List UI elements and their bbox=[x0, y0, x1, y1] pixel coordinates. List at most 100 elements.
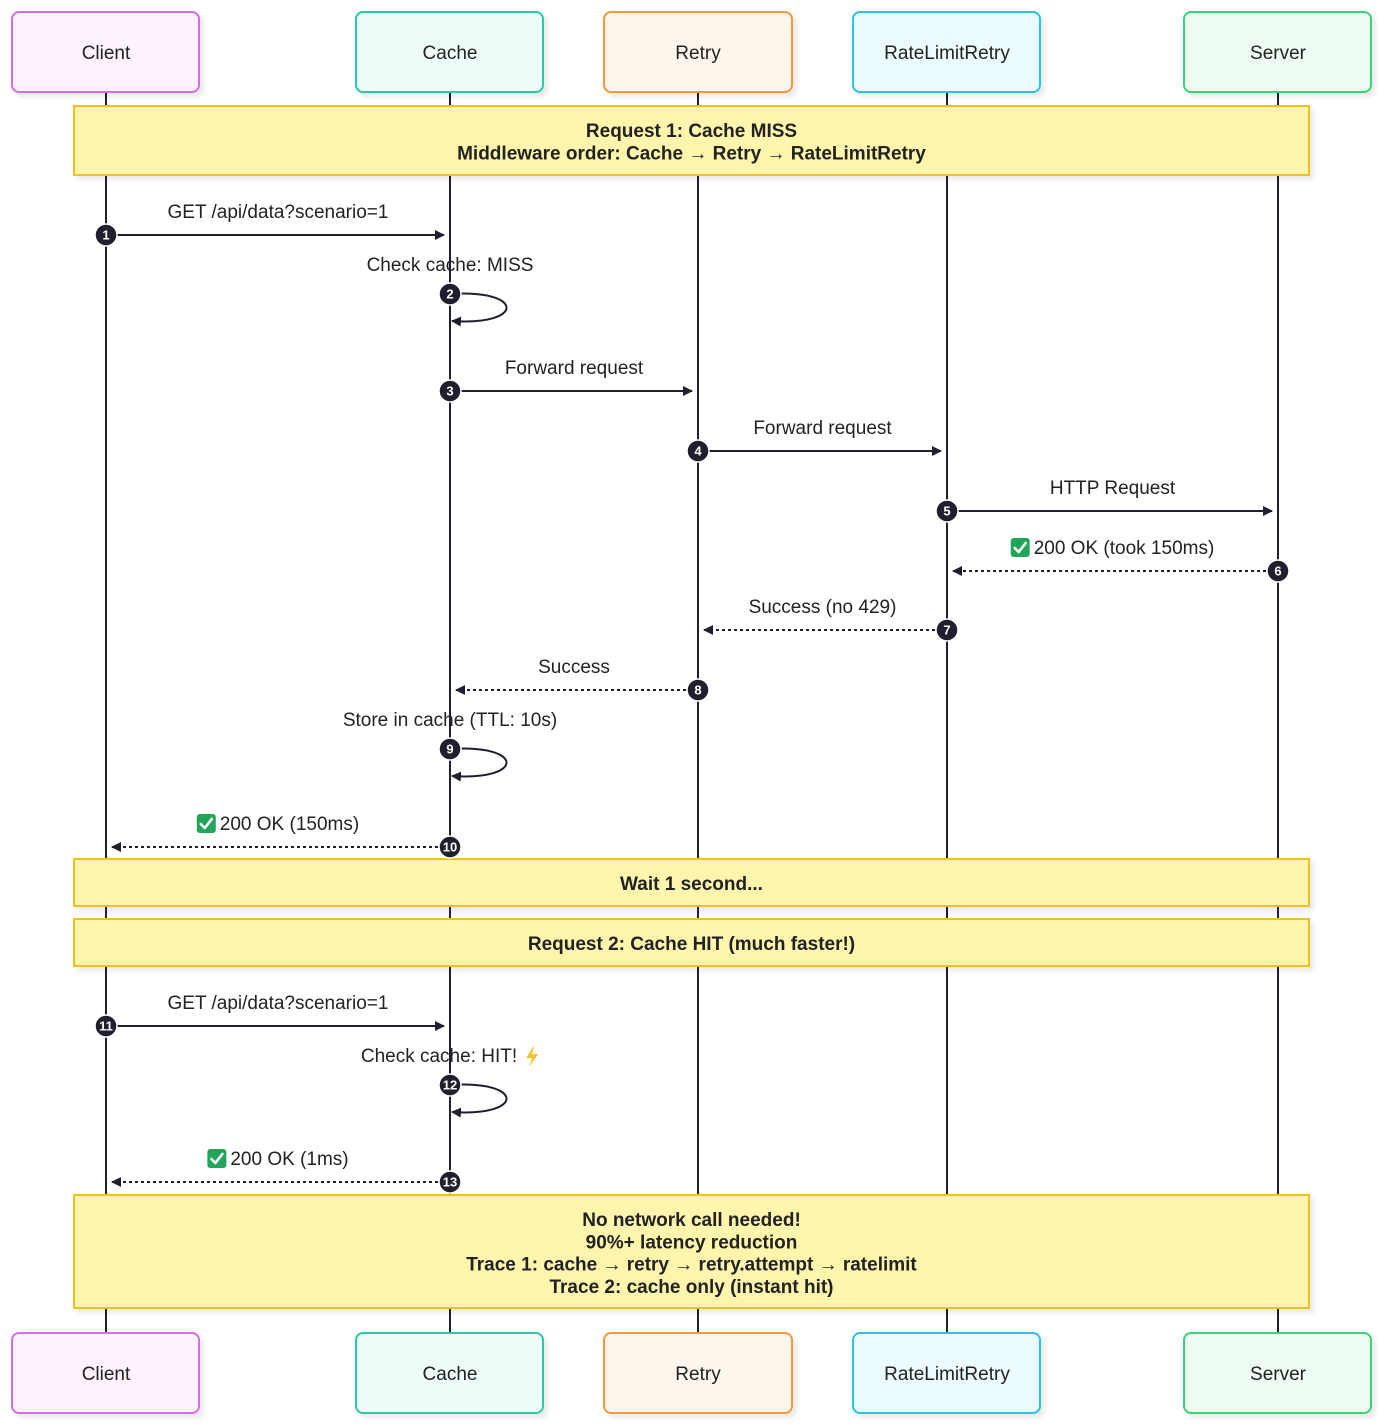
message-label: 200 OK (took 150ms) bbox=[1034, 538, 1215, 559]
actor-label: RateLimitRetry bbox=[884, 43, 1010, 64]
message-label: HTTP Request bbox=[1050, 478, 1176, 499]
message-11: GET /api/data?scenario=1 11 bbox=[94, 993, 445, 1038]
actor-server-bottom[interactable]: Server bbox=[1183, 1332, 1372, 1414]
message-12: Check cache: HIT! 12 bbox=[361, 1045, 539, 1118]
actor-label: Server bbox=[1250, 1364, 1307, 1385]
note-line: Middleware order: Cache → Retry → RateLi… bbox=[457, 143, 926, 164]
actor-box bbox=[355, 1332, 544, 1414]
note-box bbox=[73, 918, 1310, 967]
message-label: GET /api/data?scenario=1 bbox=[168, 993, 389, 1014]
sequence-number-badge: 9 bbox=[438, 737, 462, 761]
actor-box bbox=[852, 11, 1041, 93]
sequence-number-badge: 2 bbox=[438, 282, 462, 306]
message-9: Store in cache (TTL: 10s) 9 bbox=[343, 710, 557, 782]
message-label: 200 OK (1ms) bbox=[230, 1149, 348, 1170]
sequence-number-badge: 8 bbox=[686, 678, 710, 702]
message-6: 200 OK (took 150ms) 6 bbox=[952, 538, 1290, 583]
note-line: Trace 2: cache only (instant hit) bbox=[549, 1277, 833, 1298]
actor-cache-bottom[interactable]: Cache bbox=[355, 1332, 544, 1414]
message-7: Success (no 429) 7 bbox=[703, 597, 959, 642]
self-message-loop bbox=[449, 747, 508, 782]
check-mark-icon bbox=[1010, 538, 1030, 557]
actor-box bbox=[1183, 11, 1372, 93]
sequence-number: 11 bbox=[99, 1019, 113, 1034]
self-message-loop bbox=[449, 292, 508, 327]
actor-box bbox=[11, 1332, 200, 1414]
sequence-number-badge: 6 bbox=[1266, 559, 1290, 583]
message-label: Success (no 429) bbox=[749, 597, 897, 618]
sequence-number: 5 bbox=[943, 504, 950, 519]
actor-retry-top[interactable]: Retry bbox=[603, 11, 793, 93]
check-mark-icon bbox=[196, 814, 216, 833]
note-line: Trace 1: cache → retry → retry.attempt →… bbox=[466, 1255, 917, 1276]
sequence-number: 3 bbox=[446, 384, 453, 399]
message-label: Success bbox=[538, 657, 610, 678]
sequence-number-badge: 3 bbox=[438, 379, 462, 403]
sequence-number: 10 bbox=[443, 840, 457, 855]
sequence-number-badge: 5 bbox=[935, 499, 959, 523]
message-1: GET /api/data?scenario=1 1 bbox=[94, 202, 445, 247]
note-box bbox=[73, 858, 1310, 907]
actor-ratelimitretry-bottom[interactable]: RateLimitRetry bbox=[852, 1332, 1041, 1414]
actor-label: Retry bbox=[675, 1364, 721, 1385]
actor-label: Client bbox=[82, 43, 131, 64]
actor-label: RateLimitRetry bbox=[884, 1364, 1010, 1385]
actor-box bbox=[603, 1332, 793, 1414]
actor-box bbox=[1183, 1332, 1372, 1414]
actor-ratelimitretry-top[interactable]: RateLimitRetry bbox=[852, 11, 1041, 93]
sequence-number: 12 bbox=[443, 1078, 457, 1093]
actor-retry-bottom[interactable]: Retry bbox=[603, 1332, 793, 1414]
note-line: Request 2: Cache HIT (much faster!) bbox=[528, 934, 855, 955]
message-8: Success 8 bbox=[455, 657, 710, 702]
actor-box bbox=[852, 1332, 1041, 1414]
message-5: HTTP Request 5 bbox=[935, 478, 1273, 523]
message-label: Forward request bbox=[505, 358, 644, 379]
note-line: No network call needed! bbox=[582, 1210, 801, 1231]
sequence-number: 13 bbox=[443, 1175, 457, 1190]
message-label: 200 OK (150ms) bbox=[220, 814, 359, 835]
actor-client-top[interactable]: Client bbox=[11, 11, 200, 93]
sequence-number: 8 bbox=[694, 683, 701, 698]
message-label: GET /api/data?scenario=1 bbox=[168, 202, 389, 223]
actor-label: Client bbox=[82, 1364, 131, 1385]
note-box bbox=[73, 1194, 1310, 1309]
message-label: Check cache: MISS bbox=[367, 255, 534, 276]
actor-box bbox=[603, 11, 793, 93]
sequence-number-badge: 1 bbox=[94, 223, 118, 247]
sequence-number: 9 bbox=[446, 742, 453, 757]
actor-box bbox=[355, 11, 544, 93]
message-2: Check cache: MISS 2 bbox=[367, 255, 534, 327]
message-label: Forward request bbox=[753, 418, 892, 439]
message-label: Store in cache (TTL: 10s) bbox=[343, 710, 557, 731]
sequence-number: 4 bbox=[694, 444, 702, 459]
sequence-number-badge: 7 bbox=[935, 618, 959, 642]
actor-label: Cache bbox=[423, 1364, 478, 1385]
sequence-number-badge: 11 bbox=[94, 1014, 118, 1038]
summary-note: No network call needed!90%+ latency redu… bbox=[73, 1194, 1310, 1309]
note-box bbox=[73, 105, 1310, 176]
sequence-number-badge: 13 bbox=[438, 1170, 462, 1194]
sequence-number-badge: 10 bbox=[438, 835, 462, 859]
sequence-number: 2 bbox=[446, 287, 453, 302]
actor-label: Server bbox=[1250, 43, 1307, 64]
actor-label: Retry bbox=[675, 43, 721, 64]
actor-cache-top[interactable]: Cache bbox=[355, 11, 544, 93]
self-message-loop bbox=[449, 1083, 508, 1118]
message-4: Forward request 4 bbox=[686, 418, 942, 463]
message-13: 200 OK (1ms) 13 bbox=[111, 1149, 462, 1194]
check-mark-icon bbox=[207, 1149, 227, 1168]
note-line: Wait 1 second... bbox=[620, 874, 763, 895]
sequence-number: 1 bbox=[102, 228, 109, 243]
sequence-number: 6 bbox=[1274, 564, 1281, 579]
sequence-number-badge: 12 bbox=[438, 1073, 462, 1097]
message-label: Check cache: HIT! bbox=[361, 1046, 517, 1067]
actor-client-bottom[interactable]: Client bbox=[11, 1332, 200, 1414]
lightning-icon bbox=[526, 1045, 539, 1067]
actor-box bbox=[11, 11, 200, 93]
actor-label: Cache bbox=[423, 43, 478, 64]
message-3: Forward request 3 bbox=[438, 358, 693, 403]
note-line: 90%+ latency reduction bbox=[586, 1232, 798, 1253]
actor-server-top[interactable]: Server bbox=[1183, 11, 1372, 93]
